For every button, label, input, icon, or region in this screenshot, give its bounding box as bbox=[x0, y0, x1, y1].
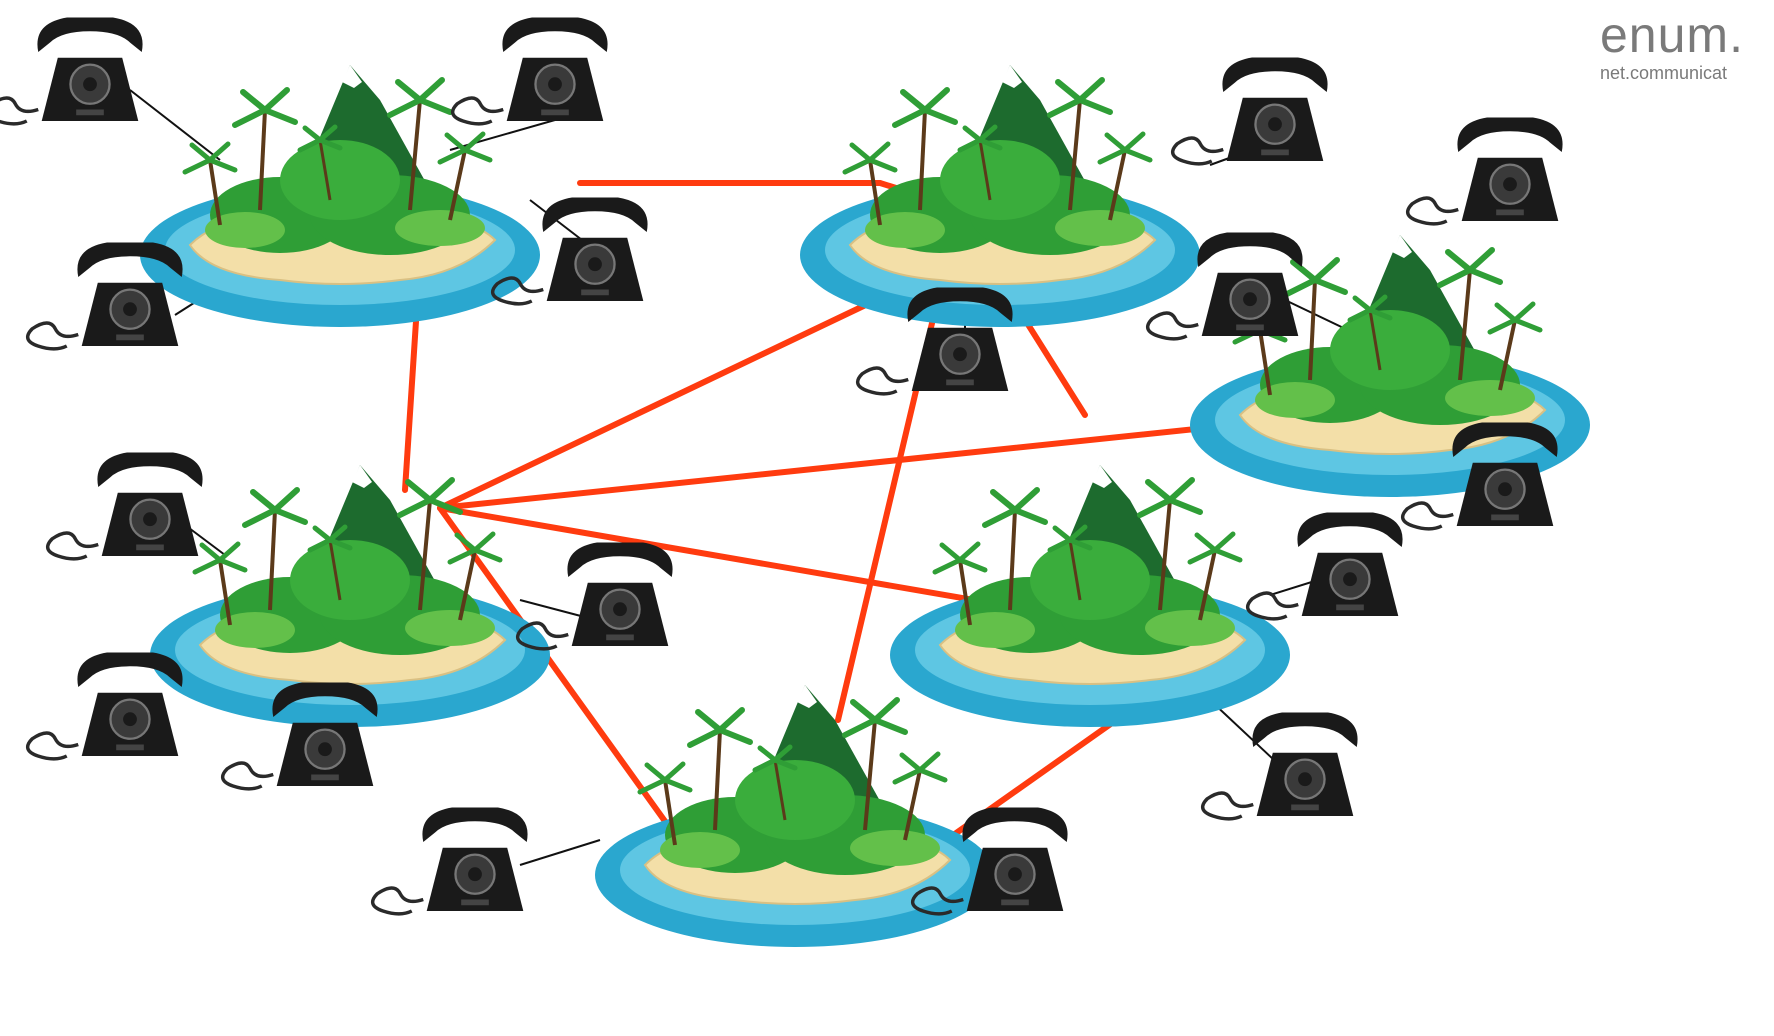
rotary-telephone-icon bbox=[370, 805, 530, 916]
phone-wire bbox=[449, 119, 556, 151]
phone-wire bbox=[129, 89, 221, 161]
rotary-telephone-icon bbox=[450, 15, 610, 126]
tropical-island-icon bbox=[595, 685, 995, 947]
rotary-telephone-icon bbox=[45, 450, 205, 561]
islands-layer bbox=[140, 65, 1590, 947]
rotary-telephone-icon bbox=[1170, 55, 1330, 166]
rotary-telephone-icon bbox=[0, 15, 145, 126]
phone-wire bbox=[519, 839, 601, 866]
island-link bbox=[437, 505, 703, 873]
rotary-telephone-icon bbox=[515, 540, 675, 651]
rotary-telephone-icon bbox=[25, 650, 185, 761]
logo: enum. net.communicat bbox=[1600, 10, 1744, 82]
tropical-island-icon bbox=[800, 65, 1200, 327]
rotary-telephone-icon bbox=[1245, 510, 1405, 621]
rotary-telephone-icon bbox=[1200, 710, 1360, 821]
logo-text: enum. bbox=[1600, 7, 1744, 63]
rotary-telephone-icon bbox=[25, 240, 185, 351]
rotary-telephone-icon bbox=[1405, 115, 1565, 226]
logo-subtext: net.communicat bbox=[1600, 63, 1728, 83]
